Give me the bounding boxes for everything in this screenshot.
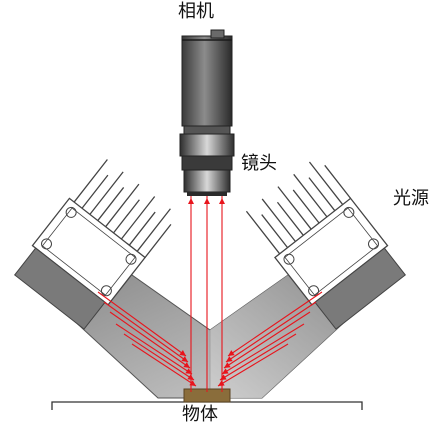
- object-label: 物体: [182, 404, 218, 425]
- left-ray-arrowhead: [183, 362, 190, 368]
- left-ray-arrowhead: [185, 368, 192, 374]
- left-incident-ray: [115, 323, 193, 375]
- return-ray-arrowhead: [219, 198, 225, 204]
- right-incident-ray: [223, 311, 311, 369]
- right-incident-ray: [227, 291, 323, 357]
- right-ray-arrowhead: [224, 362, 231, 368]
- light-rays: [97, 196, 323, 392]
- lens-label: 镜头: [241, 153, 277, 174]
- left-incident-ray: [109, 311, 191, 369]
- right-ray-arrowhead: [226, 356, 233, 362]
- right-incident-ray: [221, 323, 305, 375]
- camera-label: 相机: [178, 1, 214, 22]
- left-incident-ray: [131, 343, 197, 387]
- return-ray-arrowhead: [188, 198, 194, 204]
- right-ray-arrowhead: [220, 374, 227, 380]
- right-incident-ray: [225, 301, 317, 363]
- right-ray-arrowhead: [218, 380, 225, 386]
- right-ray-arrowhead: [228, 350, 235, 356]
- camera-lens: [179, 125, 235, 196]
- right-incident-ray: [219, 333, 297, 381]
- left-ray-arrowhead: [181, 356, 188, 362]
- right-incident-ray: [217, 343, 289, 387]
- left-ray-arrowhead: [187, 374, 194, 380]
- left-ray-arrowhead: [189, 380, 196, 386]
- right-light-source: [245, 161, 407, 330]
- left-ray-arrowhead: [179, 350, 186, 356]
- left-light-source: [13, 159, 172, 330]
- right-ray-arrowhead: [222, 368, 229, 374]
- left-incident-ray: [123, 333, 195, 381]
- left-incident-ray: [97, 291, 187, 357]
- light-source-label: 光源: [393, 188, 429, 209]
- camera-body: [181, 29, 233, 127]
- left-incident-ray: [103, 301, 189, 363]
- return-ray-arrowhead: [204, 198, 210, 204]
